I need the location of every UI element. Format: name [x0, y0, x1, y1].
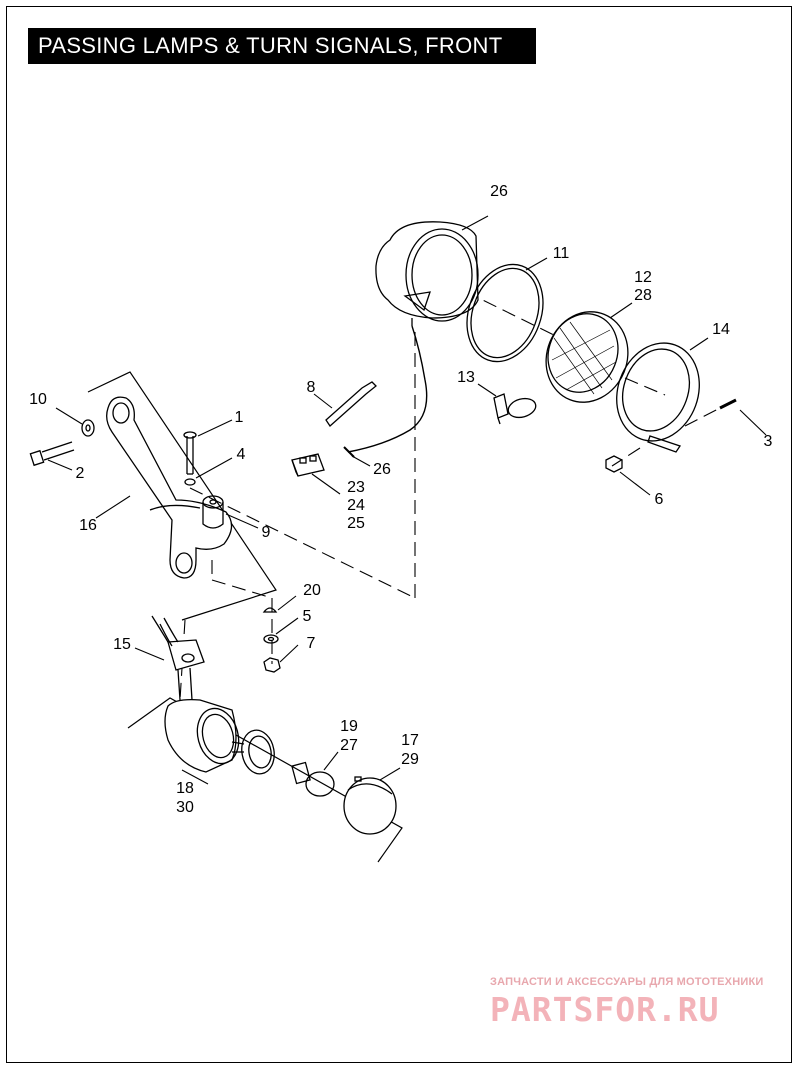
washer-4: [184, 478, 196, 486]
callout-21: 26: [490, 183, 508, 200]
lamp-wire: [347, 325, 428, 453]
leader-lines: [47, 215, 767, 785]
callout-5: 5: [303, 608, 312, 625]
turn-signal-lens: [343, 776, 397, 835]
callout-4: 4: [237, 446, 246, 463]
callout-10: 10: [29, 391, 47, 408]
mounting-bracket: [106, 396, 233, 579]
washer-10: [81, 419, 95, 437]
diagram-frame: [6, 6, 792, 1063]
washer-5: [263, 634, 279, 644]
callout-14: 14: [712, 321, 730, 338]
turn-signal-mount: [151, 615, 205, 701]
assembly-lines: [179, 281, 725, 701]
cable-strap: [325, 381, 377, 427]
callout-13: 13: [457, 369, 475, 386]
screw-3: [719, 398, 737, 410]
callout-3: 3: [764, 433, 773, 450]
nut-6: [605, 455, 623, 473]
callout-6: 6: [655, 491, 664, 508]
diagram-title: PASSING LAMPS & TURN SIGNALS, FRONT: [28, 28, 536, 64]
cap-20: [262, 607, 278, 613]
halogen-bulb: [493, 393, 537, 425]
callout-9: 9: [262, 524, 271, 541]
spacer-9: [202, 495, 224, 529]
bolt-2: [29, 441, 75, 467]
callout-1: 1: [235, 409, 244, 426]
turn-signal-bulb: [291, 761, 335, 797]
nut-7: [263, 657, 281, 673]
bracket-group-18: [127, 697, 403, 863]
watermark-tagline: ЗАПЧАСТИ И АКСЕССУАРЫ ДЛЯ МОТОТЕХНИКИ: [490, 976, 764, 988]
watermark-logo: PARTSFOR.RU: [490, 990, 720, 1029]
callout-11: 11: [553, 245, 570, 262]
callout-20: 20: [303, 582, 321, 599]
callout-2: 2: [76, 465, 85, 482]
callout-26-num: 26: [373, 461, 391, 478]
retaining-ring: [466, 263, 544, 363]
callout-16: 16: [79, 517, 97, 534]
bracket-group-16: [87, 371, 277, 621]
callout-7: 7: [307, 635, 316, 652]
trim-ring: [616, 342, 700, 453]
bolt-1: [183, 431, 197, 475]
wire-connector: [291, 453, 325, 477]
lamp-lens: [545, 311, 629, 403]
callout-15: 15: [113, 636, 131, 653]
turn-signal-housing: [164, 698, 275, 775]
passing-lamp-housing: [375, 221, 479, 326]
callout-8: 8: [307, 379, 316, 396]
